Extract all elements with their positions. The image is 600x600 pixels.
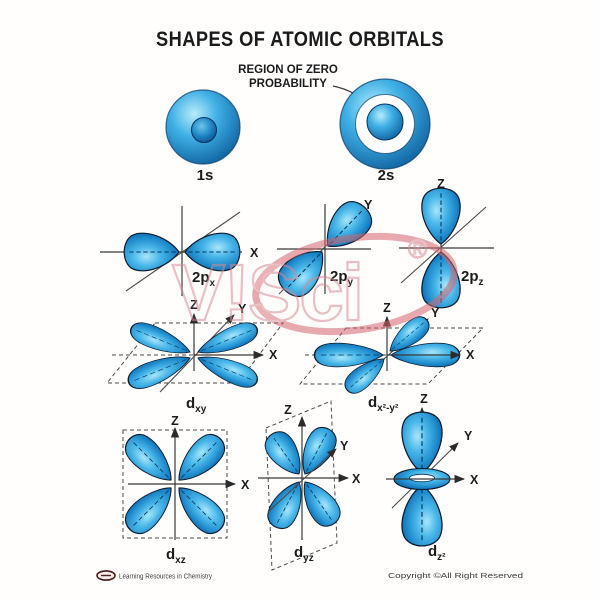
watermark-logo-text: V!Sci [172, 248, 362, 337]
dz2-y-axis-label: Y [464, 429, 473, 443]
2px-y-axis [125, 211, 241, 292]
footer-copyright-text: Copyright ©All Right Reserved [388, 571, 523, 580]
dxy-y-axis-label: Y [238, 302, 247, 316]
lobe [118, 427, 183, 492]
page-title: SHAPES OF ATOMIC ORBITALS [156, 28, 444, 51]
dxy-label: dxy [186, 395, 207, 415]
orbital-2py: Y 2py [271, 194, 379, 304]
dyz-y-axis [267, 448, 337, 513]
lobe [118, 476, 183, 541]
1s-nucleus-sphere [191, 117, 217, 143]
orbital-2px: X 2px [100, 206, 259, 296]
dx2y2-y-axis-label: Y [431, 306, 440, 320]
dx2y2-x-axis-label: X [466, 348, 475, 362]
dx2y2-xy-plane [298, 327, 485, 385]
orbital-dz2: Z Y X dz² [386, 392, 479, 563]
2s-label: 2s [378, 167, 395, 184]
footer-left-text: Learning Resources in Chemistry [119, 574, 212, 581]
dyz-label: dyz [294, 544, 314, 564]
orbital-dxy: Z Y X dxy [105, 298, 284, 415]
dxz-x-axis-label: X [241, 478, 250, 492]
2s-inner-sphere [366, 103, 404, 141]
2py-y-axis-label: Y [364, 198, 373, 212]
orbital-1s: 1s [165, 89, 241, 184]
2px-label: 2px [192, 269, 216, 289]
2py-label: 2py [330, 268, 354, 288]
2pz-label: 2pz [461, 268, 484, 288]
zero-probability-annotation: REGION OF ZERO PROBABILITY [238, 64, 369, 105]
footer: Learning Resources in Chemistry Copyrigh… [96, 570, 523, 581]
orbital-2pz: Z 2pz [399, 177, 494, 309]
watermark: V!Sci ® [171, 232, 458, 338]
annotation-line1: REGION OF ZERO [238, 64, 338, 76]
dxz-z-axis-label: Z [171, 414, 179, 428]
1s-label: 1s [197, 167, 214, 184]
dx2y2-z-axis-label: Z [383, 301, 391, 315]
annotation-line2: PROBABILITY [249, 78, 327, 90]
orbital-2s: 2s [339, 78, 431, 184]
dxy-x-axis-label: X [269, 348, 278, 362]
dz2-z-axis-label: Z [420, 392, 428, 406]
2pz-z-axis-label: Z [437, 177, 445, 191]
dyz-x-axis-label: X [352, 472, 361, 486]
lobe [123, 346, 195, 395]
dz2-torus-hole [409, 473, 435, 483]
dyz-y-axis-label: Y [340, 439, 349, 453]
orbital-dxz: Z X dxz [118, 414, 250, 566]
lobe [167, 476, 232, 541]
lobe [123, 232, 180, 272]
2pz-y-axis [400, 206, 487, 284]
registered-trademark-icon: ® [408, 234, 427, 264]
2px-x-axis-label: X [250, 246, 259, 260]
dxy-z-axis-label: Z [190, 298, 198, 312]
dxy-y-axis [159, 314, 235, 393]
dz2-x-axis-label: X [470, 473, 479, 487]
dxz-label: dxz [166, 546, 186, 566]
dz2-label: dz² [428, 543, 446, 563]
orbital-dyz: Z Y X dyz [258, 400, 361, 571]
dyz-z-axis-label: Z [284, 403, 292, 417]
lobe [167, 427, 232, 492]
lobe [401, 484, 443, 547]
lobe [293, 473, 347, 533]
orbital-dx2y2: Z Y X dx²-y² [298, 301, 485, 414]
watermark-ellipse [252, 232, 458, 336]
dx2y2-label: dx²-y² [368, 394, 399, 414]
